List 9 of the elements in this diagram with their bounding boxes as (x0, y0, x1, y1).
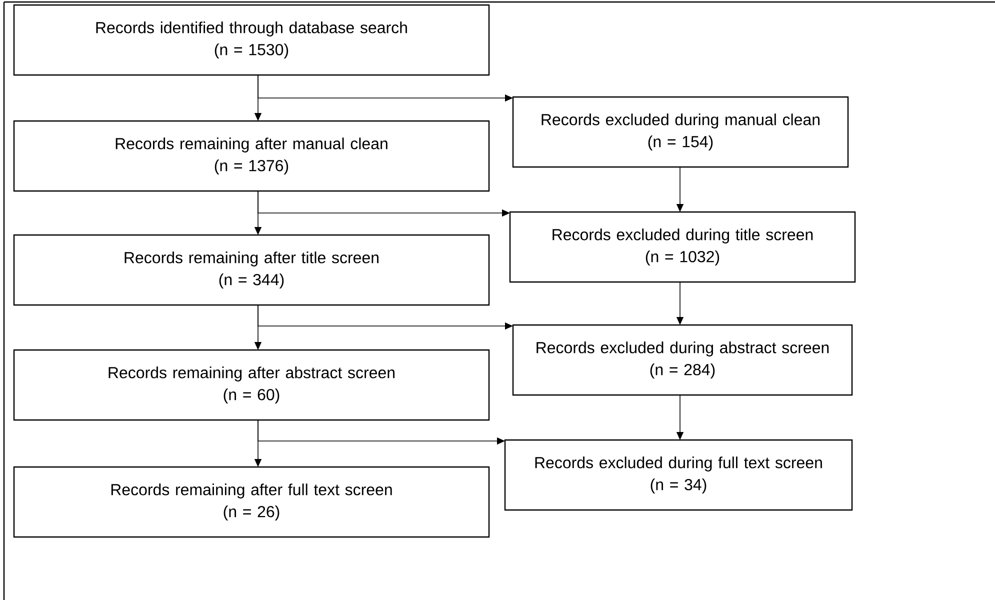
process-box: Records remaining after abstract screen (n = 60) (13, 349, 490, 421)
process-box: Records remaining after title screen (n = 344) (13, 234, 490, 306)
process-box: Records remaining after full text screen (n = 26) (13, 466, 490, 538)
process-box: Records remaining after manual clean (n = 1376) (13, 120, 490, 192)
process-box: Records identified through database search (n = 1530) (13, 4, 490, 76)
process-box: Records excluded during title screen (n = 1032) (509, 211, 856, 283)
process-box: Records excluded during abstract screen (n = 284) (512, 324, 853, 396)
process-box: Records excluded during full text screen (n = 34) (504, 439, 853, 511)
process-box: Records excluded during manual clean (n = 154) (512, 96, 849, 168)
